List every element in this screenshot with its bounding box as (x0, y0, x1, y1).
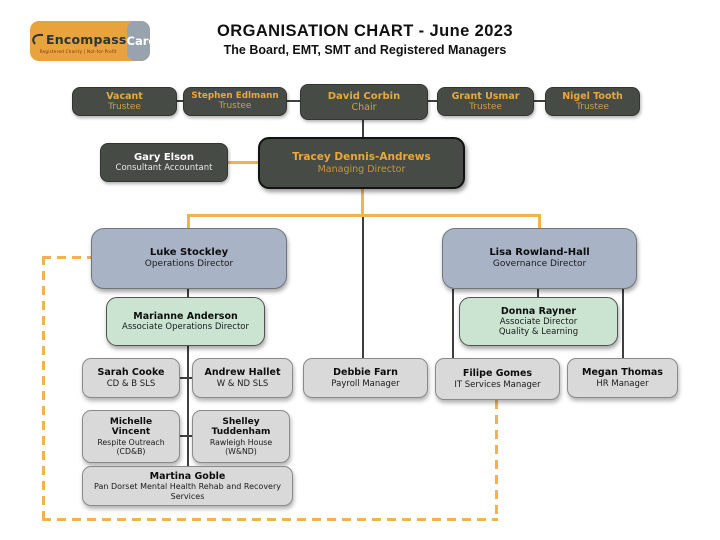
dashed-connector-bottom (42, 518, 498, 521)
person-role: Trustee (469, 101, 502, 112)
person-name: Stephen Edlmann (191, 91, 279, 101)
connector-lisa-donna (537, 289, 539, 297)
page-title: ORGANISATION CHART - June 2023 (217, 22, 513, 40)
org-box-shelley-tuddenham: Shelley Tuddenham Rawleigh House (W&ND) (192, 410, 290, 463)
connector-directors-horizontal (187, 214, 541, 217)
person-name: Sarah Cooke (97, 367, 165, 379)
connector-michelle-shelley (180, 435, 192, 437)
org-box-gary-elson: Gary Elson Consultant Accountant (100, 143, 228, 182)
org-box-stephen-edlmann: Stephen Edlmann Trustee (183, 87, 287, 116)
dashed-connector-filipe (495, 400, 498, 521)
person-name: Vacant (106, 90, 143, 102)
person-name: David Corbin (327, 90, 401, 102)
person-name: Filipe Gomes (462, 368, 533, 380)
person-name: Michelle Vincent (109, 416, 153, 438)
person-name: Debbie Farn (333, 367, 398, 379)
org-box-michelle-vincent: Michelle Vincent Respite Outreach (CD&B) (82, 410, 180, 463)
person-name: Megan Thomas (582, 367, 663, 379)
person-role: Managing Director (317, 163, 406, 175)
connector-lisa-megan (622, 289, 624, 358)
person-role: Pan Dorset Mental Health Rehab and Recov… (93, 482, 281, 501)
connector-stephen-david (287, 100, 300, 102)
person-role: Trustee (108, 101, 141, 112)
person-role: Trustee (576, 101, 609, 112)
page-subtitle: The Board, EMT, SMT and Registered Manag… (223, 43, 507, 57)
connector-tracey-debbie (362, 216, 364, 358)
org-box-lisa-rowland-hall: Lisa Rowland-Hall Governance Director (442, 228, 637, 289)
person-role: W & ND SLS (216, 378, 269, 389)
org-box-vacant-trustee: Vacant Trustee (72, 87, 177, 116)
org-box-donna-rayner: Donna Rayner Associate Director Quality … (459, 297, 618, 346)
logo-tagline: Registered Charity | Not-for-Profit (39, 48, 117, 54)
logo-care-segment: Care (126, 21, 150, 61)
connector-luke-marianne (187, 289, 189, 297)
logo-brand-area: Encompass Registered Charity | Not-for-P… (30, 21, 127, 61)
person-role: Associate Director Quality & Learning (498, 317, 579, 338)
connector-tracey-directors (361, 189, 364, 216)
person-role: Associate Operations Director (122, 322, 249, 333)
connector-sarah-andrew (180, 377, 192, 379)
connector-drop-luke (187, 214, 190, 228)
person-name: Nigel Tooth (562, 90, 623, 102)
person-role: Chair (351, 102, 377, 114)
org-box-grant-usmar: Grant Usmar Trustee (437, 87, 534, 116)
person-name: Marianne Anderson (133, 310, 238, 322)
person-name: Luke Stockley (149, 247, 229, 259)
connector-grant-nigel (534, 100, 545, 102)
person-name: Shelley Tuddenham (211, 416, 271, 438)
logo-brand-text: Encompass (46, 31, 127, 47)
org-box-filipe-gomes: Filipe Gomes IT Services Manager (435, 358, 560, 400)
person-name: Donna Rayner (500, 305, 577, 317)
org-box-megan-thomas: Megan Thomas HR Manager (567, 358, 678, 398)
person-name: Gary Elson (133, 151, 195, 163)
org-box-martina-goble: Martina Goble Pan Dorset Mental Health R… (82, 466, 293, 506)
connector-david-grant (428, 100, 437, 102)
person-name: Martina Goble (149, 470, 226, 482)
connector-david-tracey (362, 120, 364, 137)
connector-gary-tracey (228, 161, 258, 164)
org-box-debbie-farn: Debbie Farn Payroll Manager (303, 358, 428, 398)
person-role: Operations Director (144, 259, 234, 270)
logo-care-text: Care (126, 34, 150, 48)
org-box-marianne-anderson: Marianne Anderson Associate Operations D… (106, 297, 265, 346)
person-role: Trustee (218, 101, 252, 112)
connector-marianne-martina-spine (187, 346, 189, 466)
person-role: IT Services Manager (454, 379, 541, 390)
org-box-sarah-cooke: Sarah Cooke CD & B SLS (82, 358, 180, 398)
chart-title-block: ORGANISATION CHART - June 2023 The Board… (165, 22, 565, 57)
org-box-david-corbin: David Corbin Chair (300, 84, 428, 120)
person-role: Payroll Manager (331, 378, 400, 389)
person-role: CD & B SLS (106, 378, 156, 389)
person-role: Consultant Accountant (115, 163, 213, 174)
logo-swoosh-icon (32, 33, 44, 45)
connector-drop-lisa (538, 214, 541, 228)
dashed-connector-luke-side (42, 256, 91, 259)
org-box-nigel-tooth: Nigel Tooth Trustee (545, 87, 640, 116)
person-role: Rawleigh House (W&ND) (209, 437, 273, 457)
org-box-andrew-hallet: Andrew Hallet W & ND SLS (192, 358, 293, 398)
person-role: Respite Outreach (CD&B) (97, 437, 165, 457)
person-name: Tracey Dennis-Andrews (292, 151, 431, 164)
person-name: Lisa Rowland-Hall (489, 247, 590, 259)
person-role: Governance Director (492, 259, 587, 270)
person-role: HR Manager (596, 378, 649, 389)
person-name: Grant Usmar (451, 90, 520, 102)
connector-vacant-stephen (177, 100, 183, 102)
encompass-care-logo: Encompass Registered Charity | Not-for-P… (30, 21, 150, 61)
org-box-luke-stockley: Luke Stockley Operations Director (91, 228, 287, 289)
person-name: Andrew Hallet (204, 367, 281, 379)
org-box-tracey-dennis-andrews: Tracey Dennis-Andrews Managing Director (258, 137, 465, 189)
dashed-connector-left (42, 256, 45, 521)
connector-lisa-filipe (452, 289, 454, 358)
